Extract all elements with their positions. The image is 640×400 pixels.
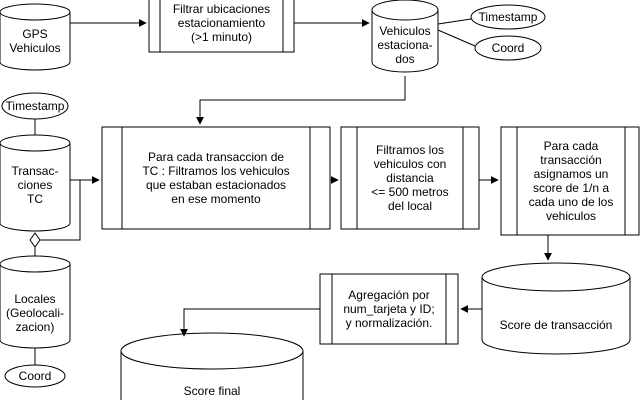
aggregation-process bbox=[319, 273, 459, 345]
timestamp-top-label: Timestamp bbox=[478, 10, 538, 24]
connector-coord-top bbox=[437, 29, 476, 47]
parked-vehicles-label: Vehiculos estaciona- dos bbox=[377, 24, 433, 66]
final-score-label: Score final bbox=[183, 384, 241, 398]
arrow-parked-to-per-transaction bbox=[196, 76, 406, 125]
score-assign-process bbox=[500, 126, 640, 236]
transactions-cylinder bbox=[0, 134, 71, 232]
stores-label: Locales (Geolocali- zacion) bbox=[5, 292, 65, 334]
arrow-aggregation-to-final-score bbox=[180, 308, 320, 337]
timestamp-attribute-top bbox=[470, 4, 546, 30]
gps-vehicles-label: GPS Vehiculos bbox=[9, 27, 61, 55]
score-assign-label: Para cada transacción asignamos un score… bbox=[528, 139, 614, 223]
distance-filter-process bbox=[340, 126, 480, 230]
transaction-score-cylinder bbox=[481, 262, 631, 355]
diamond-connector bbox=[29, 232, 41, 248]
final-score-cylinder bbox=[120, 332, 304, 400]
gps-vehicles-cylinder bbox=[0, 3, 71, 71]
coord-attribute-top bbox=[474, 35, 542, 61]
distance-filter-label: Filtramos los vehiculos con distancia <=… bbox=[371, 143, 449, 213]
filter-parked-process bbox=[148, 0, 295, 53]
timestamp-left-label: Timestamp bbox=[5, 99, 65, 113]
coord-top-label: Coord bbox=[491, 41, 525, 55]
parked-vehicles-cylinder bbox=[371, 0, 439, 73]
transactions-label: Transac- ciones TC bbox=[11, 164, 59, 206]
stores-cylinder bbox=[0, 255, 71, 349]
coord-attribute-bottom bbox=[4, 364, 66, 388]
connector-transactions-loop bbox=[40, 179, 81, 241]
per-transaction-label: Para cada transaccion de TC : Filtramos … bbox=[142, 150, 290, 206]
connector-timestamp-top bbox=[437, 18, 472, 25]
coord-bottom-label: Coord bbox=[18, 369, 52, 383]
aggregation-label: Agregación por num_tarjeta y ID; y norma… bbox=[343, 288, 435, 330]
filter-parked-label: Filtrar ubicaciones estacionamiento (>1 … bbox=[172, 2, 271, 44]
transaction-score-label: Score de transacción bbox=[499, 318, 613, 332]
per-transaction-process bbox=[101, 126, 331, 230]
